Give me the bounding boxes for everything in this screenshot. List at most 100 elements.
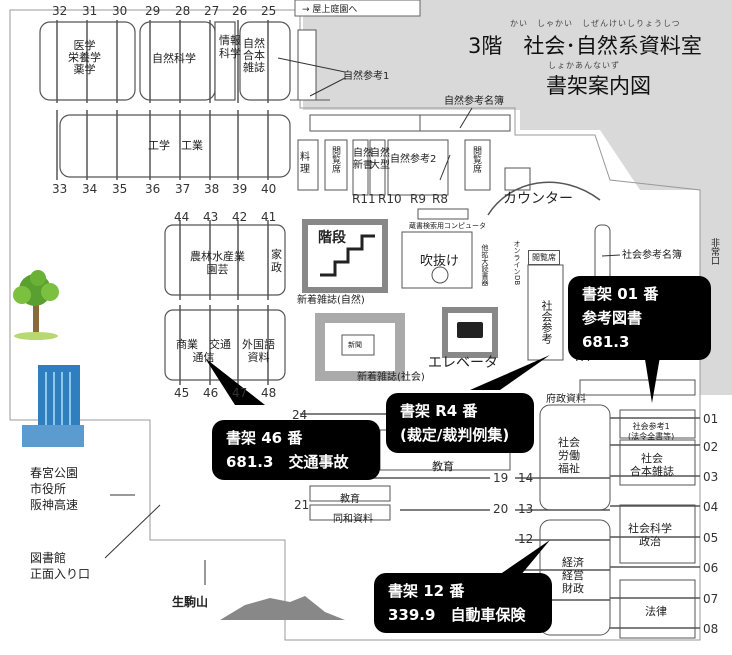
counter-outline <box>487 181 601 216</box>
gray-area <box>303 0 732 395</box>
shelf-num: 28 <box>175 4 191 18</box>
natural-ref-list-label: 自然参考名簿 <box>444 96 504 107</box>
shelf-num: 24 <box>292 408 308 422</box>
shelf-num: 12 <box>518 532 534 546</box>
shelf-num: R9 <box>410 192 426 206</box>
shelf-num: 42 <box>232 210 248 224</box>
shelf-num: 37 <box>175 182 191 196</box>
section-agriculture: 農林水産業 園芸 <box>190 250 245 276</box>
callout-line2: 339.9 自動車保険 <box>388 606 526 624</box>
section-info-science: 情報 科学 <box>219 34 241 60</box>
atrium-label: 吹抜け <box>420 254 460 269</box>
shelf-num: 05 <box>703 531 719 545</box>
elevator-label: エレベータ <box>428 355 498 371</box>
shelf-num: 34 <box>82 182 98 196</box>
reading-room-3: 閲覧席 <box>528 250 560 265</box>
shelf-num: 35 <box>112 182 128 196</box>
callout-line1: 書架 01 番 <box>582 285 659 303</box>
shelf-num: 44 <box>174 210 190 224</box>
city-hall-illustration <box>22 365 84 447</box>
shelf-num: 06 <box>703 561 719 575</box>
section-law: 法律 <box>645 605 667 618</box>
shelf-num: 39 <box>232 182 248 196</box>
social-ref-list-label: 社会参考名簿 <box>622 250 682 261</box>
stairs-icon <box>320 234 375 277</box>
section-natural-large: 自然 大型 <box>370 148 390 171</box>
rooftop-link[interactable]: → 屋上庭園へ <box>302 5 358 15</box>
callout-line2: 681.3 交通事故 <box>226 453 349 471</box>
section-social-science: 社会科学 政治 <box>628 522 672 548</box>
callout-line2: (裁定/裁判例集) <box>400 426 510 444</box>
shelf-num: 43 <box>203 210 219 224</box>
shelf-num: 19 <box>493 471 509 485</box>
shelf-num: 02 <box>703 440 719 454</box>
section-natural-bound: 自然 合本 雑誌 <box>243 37 265 74</box>
mid-shelves <box>164 224 286 381</box>
section-social-bound: 社会 合本雑誌 <box>630 452 674 478</box>
shelf-num: 07 <box>703 592 719 606</box>
shelf-num: R11 <box>352 192 376 206</box>
section-natural-science: 自然科学 <box>152 52 196 65</box>
section-education-1: 教育 <box>432 460 454 473</box>
shelf-num: 31 <box>82 4 98 18</box>
section-social-ref: 社会参考 <box>540 300 553 344</box>
shelf-num: 48 <box>261 386 277 400</box>
shelf-num: 25 <box>261 4 277 18</box>
section-foreign: 外国語 資料 <box>242 338 275 364</box>
rooftop-box <box>294 0 421 17</box>
section-natural-new: 自然 新書 <box>353 148 373 171</box>
direction-entrance: 図書館 正面入り口 <box>30 551 91 581</box>
shelf-num: 40 <box>261 182 277 196</box>
section-dowa: 同和資料 <box>333 514 373 525</box>
shelf-num: 36 <box>145 182 161 196</box>
section-medicine: 医学 栄養学 薬学 <box>68 39 101 76</box>
atrium-circle <box>431 266 449 284</box>
floor-title: 3階 社会･自然系資料室 <box>468 34 702 58</box>
callout-line2: 参考図書 681.3 <box>582 309 658 351</box>
online-db-label: オンラインDB <box>513 240 521 286</box>
search-pc-shelf <box>417 208 469 220</box>
callout-shelf-12: 書架 12 番 339.9 自動車保険 <box>374 573 552 633</box>
shelf-num: 27 <box>204 4 220 18</box>
section-cooking: 料 理 <box>300 152 310 175</box>
shelf-num: 26 <box>232 4 248 18</box>
section-economy: 経済 経営 財政 <box>562 556 584 595</box>
elevator-icon <box>457 322 483 338</box>
shelf-num: 29 <box>145 4 161 18</box>
shinbun-label: 新聞 <box>348 341 362 349</box>
shelf-num: 20 <box>493 502 509 516</box>
atrium-box <box>401 231 473 289</box>
shelf-num: 14 <box>518 471 534 485</box>
shelf-num: 32 <box>52 4 68 18</box>
shelf-num: 13 <box>518 502 534 516</box>
callout-shelf-01: 書架 01 番 参考図書 681.3 <box>568 276 711 360</box>
search-pc-label: 蔵書検索用コンピュータ <box>409 222 486 230</box>
reading-shelves <box>297 139 531 196</box>
section-natural-ref2: 自然参考2 <box>390 154 437 165</box>
stairs-box <box>302 219 388 293</box>
reading-room-1: 閲覧席 <box>330 146 340 173</box>
shelf-num: 03 <box>703 470 719 484</box>
callout-shelf-r4: 書架 R4 番 (裁定/裁判例集) <box>386 393 534 453</box>
shelf-long-1 <box>309 114 421 132</box>
floor-title-ruby: かい しゃかい しぜんけいしりょうしつ <box>510 19 681 28</box>
direction-ikoma: 生駒山 <box>172 595 209 609</box>
shelf-num: R10 <box>378 192 402 206</box>
new-mag-area <box>315 313 405 381</box>
section-housekeeping: 家 政 <box>271 248 282 274</box>
shelf-num: 38 <box>204 182 220 196</box>
counter-label: カウンター <box>503 191 573 207</box>
new-mag-nature: 新着雑誌(自然) <box>297 295 365 306</box>
shelf-num: 30 <box>112 4 128 18</box>
building-outline <box>9 9 701 641</box>
section-labor: 社会 労働 福祉 <box>558 436 580 475</box>
section-education-2: 教育 <box>340 494 360 505</box>
callout-line1: 書架 46 番 <box>226 429 303 447</box>
shelf-num: R8 <box>432 192 448 206</box>
reading-room-2: 閲覧席 <box>471 146 481 173</box>
social-ref-shelves <box>527 264 696 639</box>
shelf-num: 46 <box>203 386 219 400</box>
shelf-num: 08 <box>703 622 719 636</box>
emergency-exit-label: 非常口 <box>709 238 719 265</box>
